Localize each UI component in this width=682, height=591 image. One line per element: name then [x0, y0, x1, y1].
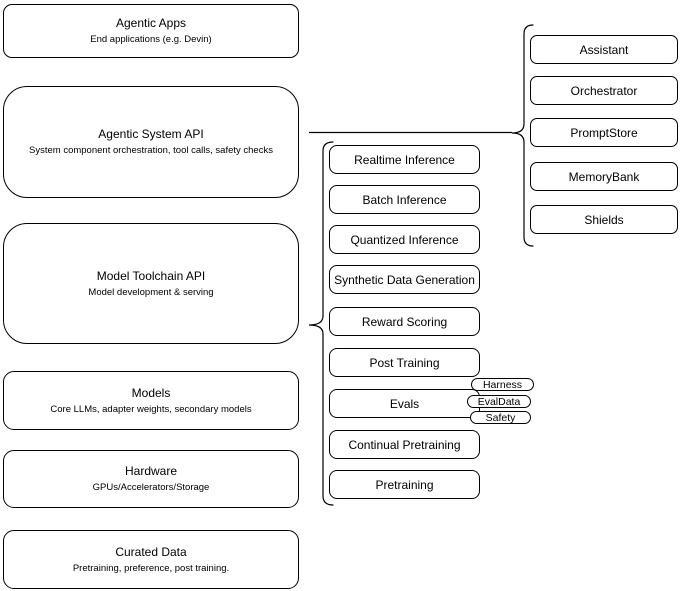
box-agentic-apps-title: Agentic Apps [115, 16, 187, 30]
pill-evaldata-label: EvalData [477, 395, 521, 408]
box-realtime-inference: Realtime Inference [329, 145, 480, 174]
box-batch-inference-label: Batch Inference [362, 192, 447, 207]
box-realtime-inference-label: Realtime Inference [354, 152, 455, 167]
box-synthetic-data-generation: Synthetic Data Generation [329, 265, 480, 294]
box-promptstore: PromptStore [530, 118, 678, 147]
box-evals-label: Evals [389, 396, 420, 411]
box-orchestrator-label: Orchestrator [570, 83, 638, 98]
toolchain-brace [308, 141, 334, 506]
box-orchestrator: Orchestrator [530, 76, 678, 105]
box-promptstore-label: PromptStore [570, 125, 638, 140]
box-continual-pretraining-label: Continual Pretraining [348, 437, 461, 452]
box-agentic-system-api: Agentic System API System component orch… [3, 86, 299, 198]
box-curated-data-subtitle: Pretraining, preference, post training. [72, 562, 230, 574]
box-pretraining-label: Pretraining [375, 477, 434, 492]
box-reward-scoring-label: Reward Scoring [361, 314, 448, 329]
box-models-title: Models [131, 385, 171, 400]
box-models-subtitle: Core LLMs, adapter weights, secondary mo… [50, 403, 252, 415]
box-quantized-inference-label: Quantized Inference [350, 232, 459, 247]
pill-safety-label: Safety [485, 411, 516, 424]
box-model-toolchain-api-title: Model Toolchain API [96, 268, 206, 283]
box-shields-label: Shields [584, 212, 624, 227]
box-pretraining: Pretraining [329, 470, 480, 499]
box-model-toolchain-api-subtitle: Model development & serving [88, 286, 214, 298]
system-components-brace [511, 24, 534, 247]
box-curated-data-title: Curated Data [115, 544, 187, 559]
box-hardware: Hardware GPUs/Accelerators/Storage [3, 450, 299, 508]
pill-harness: Harness [471, 378, 534, 391]
box-batch-inference: Batch Inference [329, 185, 480, 214]
box-assistant-label: Assistant [579, 42, 629, 57]
box-memorybank-label: MemoryBank [568, 169, 640, 184]
box-agentic-system-api-subtitle: System component orchestration, tool cal… [29, 145, 273, 156]
box-continual-pretraining: Continual Pretraining [329, 430, 480, 459]
box-reward-scoring: Reward Scoring [329, 307, 480, 336]
box-quantized-inference: Quantized Inference [329, 225, 480, 254]
pill-evaldata: EvalData [467, 395, 531, 408]
box-hardware-title: Hardware [124, 464, 178, 478]
box-model-toolchain-api: Model Toolchain API Model development & … [3, 223, 299, 344]
box-agentic-apps-subtitle: End applications (e.g. Devin) [90, 34, 212, 45]
box-hardware-subtitle: GPUs/Accelerators/Storage [92, 482, 210, 493]
box-post-training-label: Post Training [369, 355, 440, 370]
box-agentic-system-api-title: Agentic System API [98, 127, 204, 141]
box-synthetic-data-generation-label: Synthetic Data Generation [334, 272, 475, 287]
box-evals: Evals [329, 389, 480, 418]
pill-safety: Safety [470, 411, 531, 424]
box-memorybank: MemoryBank [530, 162, 678, 191]
box-models: Models Core LLMs, adapter weights, secon… [3, 371, 299, 430]
pill-harness-label: Harness [482, 378, 523, 391]
box-post-training: Post Training [329, 348, 480, 377]
box-assistant: Assistant [530, 35, 678, 64]
box-curated-data: Curated Data Pretraining, preference, po… [3, 530, 299, 589]
box-agentic-apps: Agentic Apps End applications (e.g. Devi… [3, 4, 299, 58]
box-shields: Shields [530, 205, 678, 234]
